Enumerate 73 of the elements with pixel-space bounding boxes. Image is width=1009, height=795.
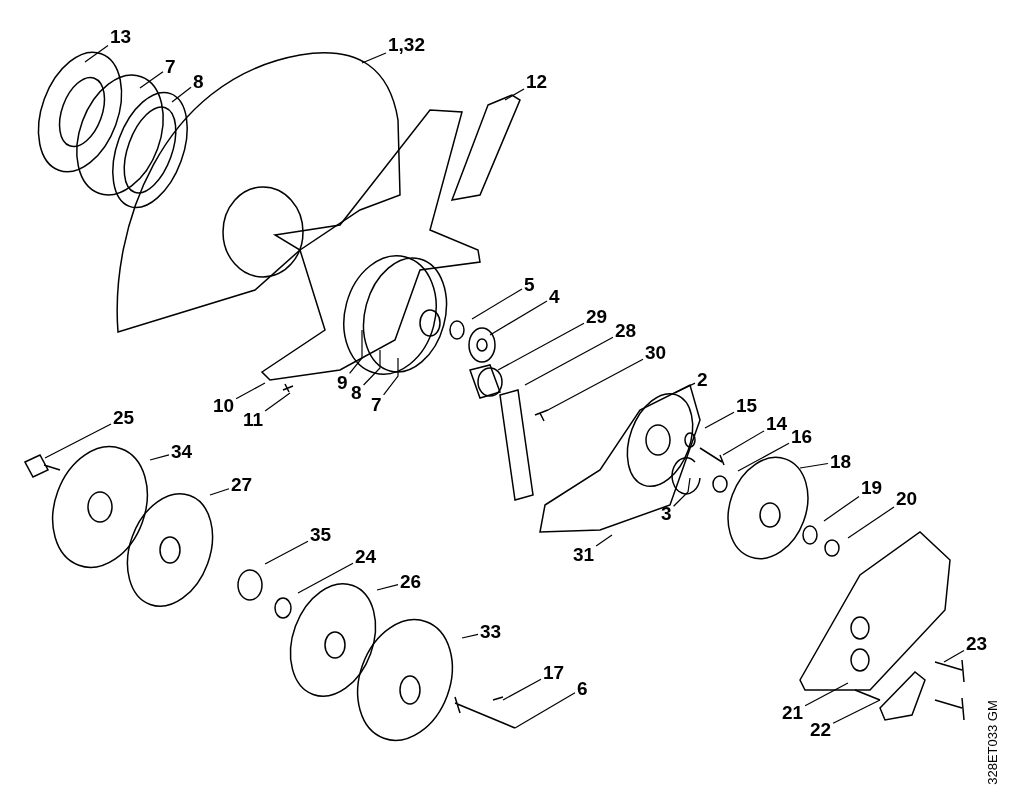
leader-line	[461, 633, 479, 639]
leader-line	[84, 44, 109, 63]
callout-number: 8	[193, 72, 204, 91]
leader-line	[489, 300, 548, 336]
callout-number: 11	[243, 410, 264, 429]
callout-number: 35	[310, 525, 332, 544]
callout-number: 29	[586, 307, 608, 326]
leader-line	[497, 322, 585, 371]
leader-line	[504, 88, 525, 101]
leader-line	[209, 488, 230, 496]
leader-line	[524, 336, 614, 386]
leader-line	[674, 382, 696, 394]
callout-number: 18	[830, 452, 852, 471]
leader-line	[799, 462, 829, 469]
callout-number: 20	[896, 489, 918, 508]
leader-line	[547, 358, 644, 411]
callout-number: 24	[355, 547, 377, 566]
leader-line	[514, 692, 576, 729]
leader-line	[502, 678, 542, 701]
leader-line	[847, 506, 895, 539]
leader-line	[832, 699, 881, 724]
callout-number: 16	[791, 427, 813, 446]
callout-number: 25	[113, 408, 135, 427]
leader-line	[823, 495, 860, 522]
callout-number: 34	[171, 442, 193, 461]
leader-line	[737, 442, 790, 472]
callout-number: 19	[861, 478, 883, 497]
callout-number: 5	[524, 275, 535, 294]
leader-line	[722, 430, 765, 456]
leader-line	[363, 349, 381, 386]
leader-line	[297, 562, 354, 594]
callout-number: 26	[400, 572, 422, 591]
leader-line	[704, 411, 735, 429]
callout-number: 7	[371, 395, 382, 414]
leader-line	[383, 357, 399, 396]
callout-number: 31	[573, 545, 595, 564]
leader-line	[471, 288, 523, 320]
callout-number: 8	[351, 383, 362, 402]
callout-number: 14	[766, 414, 788, 433]
callout-number: 1,32	[388, 35, 425, 54]
callout-number: 17	[543, 663, 565, 682]
callout-number: 7	[165, 57, 176, 76]
callout-number: 21	[782, 703, 804, 722]
leader-line	[943, 650, 965, 663]
callout-number: 10	[213, 396, 235, 415]
leader-line	[804, 682, 849, 707]
leader-line	[149, 454, 170, 461]
callout-number: 15	[736, 396, 758, 415]
leader-line	[139, 71, 164, 89]
callout-number: 23	[966, 634, 988, 653]
leader-line	[673, 477, 691, 507]
leader-line	[264, 392, 291, 412]
callout-number: 30	[645, 343, 667, 362]
callout-number: 3	[661, 504, 672, 523]
leader-line	[171, 86, 192, 103]
callout-number: 2	[697, 370, 708, 389]
callout-number: 28	[615, 321, 637, 340]
leader-line	[349, 329, 363, 374]
callout-number: 9	[337, 373, 348, 392]
leader-line	[44, 423, 112, 459]
leader-line	[376, 584, 399, 591]
callout-number: 6	[577, 679, 588, 698]
leader-line	[264, 540, 309, 565]
callout-number: 33	[480, 622, 502, 641]
callout-number: 4	[549, 287, 560, 306]
leader-line	[235, 382, 266, 400]
callout-number: 13	[110, 27, 132, 46]
leader-line	[595, 534, 613, 547]
callout-number: 22	[810, 720, 832, 739]
callout-number: 27	[231, 475, 253, 494]
drawing-number: 328ET033 GM	[984, 700, 1000, 785]
callout-number: 12	[526, 72, 548, 91]
leader-line	[361, 52, 387, 64]
